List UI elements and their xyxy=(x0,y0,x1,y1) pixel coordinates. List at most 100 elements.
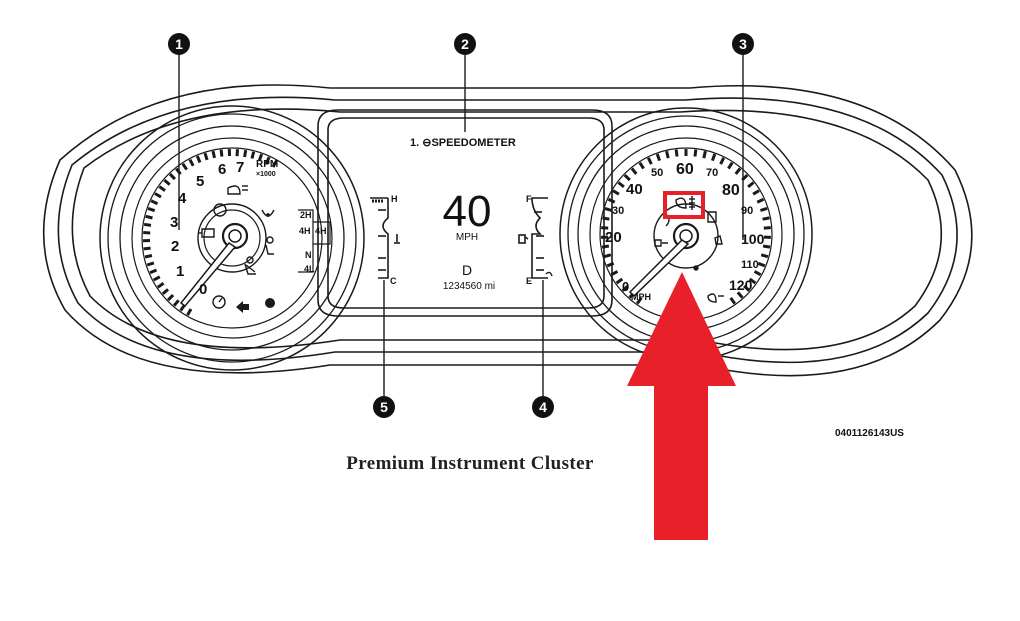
gauge-tick xyxy=(621,284,629,292)
callout-badges: 1 2 3 4 5 xyxy=(168,33,754,418)
gauge-tick xyxy=(734,167,742,175)
gauge-tick xyxy=(195,155,202,164)
gauge-tick xyxy=(693,149,698,157)
gauge-tick xyxy=(168,173,176,181)
gauge-tick xyxy=(710,153,717,162)
gauge-tick xyxy=(243,149,248,158)
callout-1: 1 xyxy=(175,36,183,52)
gauge-tick xyxy=(250,151,256,159)
gauge-tick xyxy=(757,261,766,268)
gauge-tick xyxy=(145,214,153,220)
gauge-tick xyxy=(612,189,620,196)
speedo-number-120: 120 xyxy=(729,277,753,293)
gauge-tick xyxy=(655,153,662,162)
gauge-tick xyxy=(149,268,158,275)
tach-number-7: 7 xyxy=(236,159,244,176)
gauge-tick xyxy=(702,150,707,159)
gauge-tick xyxy=(172,299,180,307)
gauge-tick xyxy=(617,181,625,188)
airbag-icon xyxy=(265,236,274,255)
gauge-tick xyxy=(211,150,216,159)
high-beam-icon xyxy=(707,293,724,303)
tire-pressure-icon xyxy=(261,209,275,217)
tach-warning-icons xyxy=(198,185,275,313)
gauge-tick xyxy=(144,254,153,259)
gauge-tick xyxy=(167,294,175,302)
engine-icon xyxy=(198,228,215,238)
fuel-gauge-empty: E xyxy=(526,276,532,286)
gauge-tick xyxy=(665,150,670,159)
gauge-tick xyxy=(753,270,762,277)
gauge-tick xyxy=(615,277,624,285)
fuel-gauge-full: F xyxy=(526,194,532,204)
display-speed-unit: MPH xyxy=(456,232,478,243)
temp-gauge-hot: H xyxy=(391,194,398,204)
gauge-tick xyxy=(719,157,726,165)
turn-signal-icon xyxy=(236,301,249,313)
gauge-tick xyxy=(601,244,610,249)
callout-2: 2 xyxy=(461,36,469,52)
gauge-tick xyxy=(638,161,645,170)
temp-gauge-cold: C xyxy=(390,276,397,286)
red-arrow-icon xyxy=(627,272,736,540)
seatbelt-icon xyxy=(244,256,256,275)
speedo-number-60: 60 xyxy=(676,161,694,178)
cluster-housing-outer xyxy=(42,84,973,377)
callout-4: 4 xyxy=(539,399,547,415)
gauge-tick xyxy=(610,270,619,277)
gauge-tick xyxy=(630,167,638,175)
gauge-tick xyxy=(235,149,239,157)
gauge-tick xyxy=(747,181,755,188)
speedometer xyxy=(559,107,813,361)
gauge-tick xyxy=(623,174,631,182)
display-odometer: 1234560 mi xyxy=(443,281,495,292)
gauge-tick xyxy=(271,160,278,168)
tach-needle xyxy=(179,241,237,308)
speedo-number-110: 110 xyxy=(741,259,759,271)
display-gear: D xyxy=(462,262,472,278)
callout-3: 3 xyxy=(739,36,747,52)
fuel-gauge xyxy=(518,197,553,398)
gauge-tick xyxy=(759,206,768,212)
gauge-tick xyxy=(646,157,653,165)
gauge-tick xyxy=(604,206,613,212)
speedo-number-0: 0 xyxy=(622,279,629,294)
gauge-tick xyxy=(161,288,170,295)
gauge-tick xyxy=(143,231,151,235)
speedo-number-40: 40 xyxy=(626,181,643,198)
gauge-tick xyxy=(748,277,757,285)
coolant-temp-icon xyxy=(394,234,400,244)
highlight-box xyxy=(663,191,705,219)
gauge-tick xyxy=(752,189,760,196)
callout-5: 5 xyxy=(380,399,388,415)
gauge-tick xyxy=(158,185,166,192)
tach-multiplier: ×1000 xyxy=(256,171,276,178)
headlamp-icon xyxy=(227,185,248,195)
gauge-tick xyxy=(762,244,771,249)
speedo-number-70: 70 xyxy=(706,167,718,179)
cruise-icon xyxy=(212,295,226,309)
speedo-number-90: 90 xyxy=(741,205,753,217)
gauge-tick xyxy=(743,284,751,292)
gauge-tick xyxy=(727,161,734,170)
tach-number-2: 2 xyxy=(171,238,179,255)
figure-part-code: 0401126143US xyxy=(835,428,904,439)
gauge-tick xyxy=(607,197,616,204)
gauge-tick xyxy=(156,282,165,289)
cluster-housing-inner xyxy=(57,96,958,364)
gauge-tick xyxy=(154,192,162,199)
speedo-mph-unit: MPH xyxy=(631,292,651,302)
gauge-tick xyxy=(756,197,765,204)
gauge-tick xyxy=(763,226,771,230)
fuel-pump-icon xyxy=(518,234,529,244)
gauge-tick xyxy=(203,152,209,161)
gauge-tick xyxy=(601,226,609,230)
fog-lamp-icon xyxy=(675,196,695,210)
gauge-tick xyxy=(188,158,195,167)
speedo-number-80: 80 xyxy=(722,182,740,199)
speedo-number-100: 100 xyxy=(741,231,765,247)
display-speed: 40 xyxy=(443,187,492,236)
indicator-dot-icon xyxy=(265,298,275,308)
speedo-number-30: 30 xyxy=(612,205,624,217)
gauge-tick xyxy=(181,162,188,171)
